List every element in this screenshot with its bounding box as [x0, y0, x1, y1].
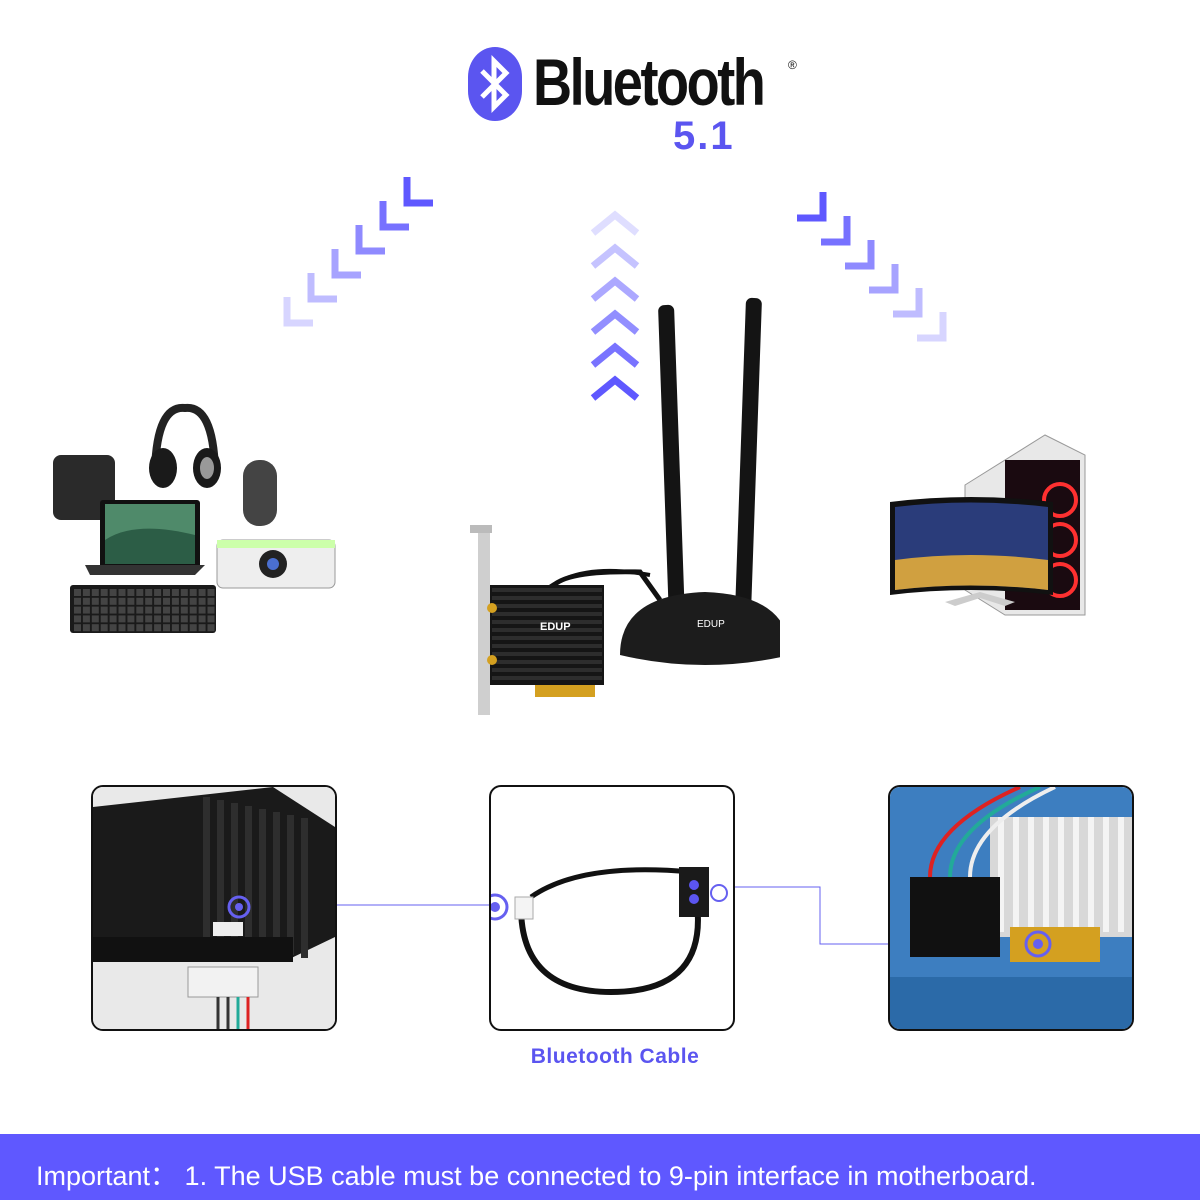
bluetooth-wordmark: Bluetooth — [533, 45, 766, 119]
chevron-icon — [379, 201, 409, 231]
projector-image — [216, 539, 336, 589]
bluetooth-icon — [468, 47, 522, 121]
registered-mark: ® — [788, 58, 797, 72]
chevron-up-icon — [590, 210, 640, 236]
chevron-icon — [403, 177, 433, 207]
important-notice-text: Important： 1. The USB cable must be conn… — [36, 1161, 1037, 1191]
chevron-icon — [283, 297, 313, 327]
mouse-image — [243, 460, 277, 526]
panel-card-header — [91, 785, 337, 1031]
signal-arrows — [283, 177, 947, 401]
card-brand-logo: EDUP — [540, 621, 571, 633]
panel-bluetooth-cable — [489, 785, 735, 1031]
bluetooth-version: 5.1 — [673, 114, 735, 158]
monitor-image — [890, 497, 1053, 606]
chevron-icon — [917, 312, 947, 342]
chevron-up-icon — [590, 342, 640, 368]
speaker-image — [53, 455, 115, 520]
chevron-up-icon — [590, 243, 640, 269]
chevron-icon — [331, 249, 361, 279]
chevron-up-icon — [590, 375, 640, 401]
antenna-brand-logo: EDUP — [697, 619, 725, 630]
signal-arrows-right — [797, 192, 947, 342]
chevron-icon — [869, 264, 899, 294]
headphones-image — [149, 403, 221, 488]
chevron-up-icon — [590, 309, 640, 335]
chevron-icon — [821, 216, 851, 246]
bluetooth-cable-label: Bluetooth Cable — [530, 1045, 700, 1068]
chevron-icon — [307, 273, 337, 303]
wifi-bluetooth-card-image: EDUP EDUP — [470, 297, 780, 715]
panel-motherboard-header — [888, 785, 1134, 1031]
desktop-pc-illustration — [890, 434, 1086, 616]
laptop-image — [85, 500, 205, 575]
chevron-icon — [893, 288, 923, 318]
chevron-up-icon — [590, 276, 640, 302]
keyboard-image — [70, 585, 216, 633]
signal-arrows-left — [283, 177, 433, 327]
signal-arrows-up — [590, 210, 640, 401]
important-notice-bar: Important： 1. The USB cable must be conn… — [0, 1134, 1200, 1200]
chevron-icon — [797, 192, 827, 222]
bluetooth-devices-illustration — [53, 403, 336, 633]
chevron-icon — [355, 225, 385, 255]
chevron-icon — [845, 240, 875, 270]
